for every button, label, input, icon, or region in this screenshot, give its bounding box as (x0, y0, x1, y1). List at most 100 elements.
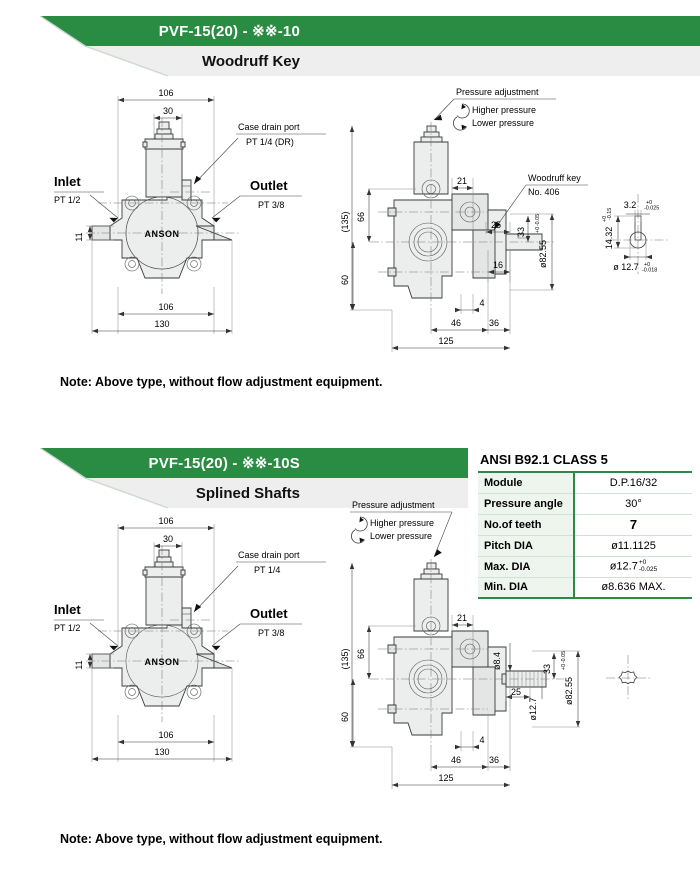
label-outlet-2: Outlet (250, 606, 288, 621)
section-2-code: PVF-15(20) - ※※-10S (148, 455, 300, 472)
label-inlet-2: Inlet (54, 602, 81, 617)
label-case-drain-2: Case drain port (238, 550, 300, 560)
spec-value: 7 (574, 514, 692, 536)
dim-106-bottom: 106 (158, 302, 173, 312)
spec-value: ø12.7+0-0.025 (574, 556, 692, 578)
label-higher-pressure-1: Higher pressure (472, 105, 536, 115)
label-case-drain-1: Case drain port (238, 122, 300, 132)
dim-spline-minor: ø8.4 (492, 652, 502, 670)
spec-value-text: ø12.7 (609, 560, 638, 573)
table-row: Max. DIA ø12.7+0-0.025 (478, 556, 692, 578)
dim-30-top-2: 30 (163, 534, 173, 544)
dim-pilot-tol-plus: +0 (535, 227, 541, 233)
banner-edge-2 (39, 448, 169, 508)
section-2-note: Note: Above type, without flow adjustmen… (60, 832, 382, 846)
spec-table-title: ANSI B92.1 CLASS 5 (480, 452, 608, 467)
label-outlet-port-1: PT 3/8 (258, 200, 284, 210)
section-1-side-view: Pressure adjustment Higher pressure Lowe… (340, 87, 670, 352)
dim-25: 25 (491, 220, 501, 230)
dim-66: 66 (356, 212, 366, 222)
label-outlet-port-2: PT 3/8 (258, 628, 284, 638)
banner-green-shape (40, 16, 700, 46)
key-dia: ø 12.7 (613, 262, 639, 272)
banner-grey-shape (85, 46, 700, 76)
dim-135: (135) (340, 211, 350, 232)
spec-value: 30° (574, 493, 692, 515)
dim-4: 4 (479, 298, 484, 308)
spline-section-detail (606, 655, 650, 701)
woodruff-key-detail: 3.2 +0 -0.025 14.32 +0 -0.15 ø 12.7 +0 -… (602, 194, 670, 274)
dim-135-2: (135) (340, 648, 350, 669)
label-higher-pressure-2: Higher pressure (370, 518, 434, 528)
dim-pilot-dia: ø82.55 (538, 240, 548, 268)
spec-key: Min. DIA (478, 577, 575, 598)
section-2-side-view: Pressure adjustment Higher pressure Lowe… (340, 500, 650, 789)
section-2-note-text: Note: Above type, without flow adjustmen… (60, 832, 383, 846)
dim-11-left-2: 11 (74, 660, 84, 669)
tol-plus: +0 (638, 558, 647, 566)
dim-130-bottom: 130 (154, 319, 169, 329)
dim-106-top-2: 106 (158, 516, 173, 526)
spec-value: D.P.16/32 (574, 472, 692, 494)
table-row: Pitch DIA ø11.1125 (478, 535, 692, 557)
key-dia-tol-plus: +0 (644, 262, 650, 268)
spec-key: Module (478, 472, 575, 494)
section-1-subtitle: Woodruff Key (201, 52, 300, 70)
table-row: Module D.P.16/32 (478, 472, 692, 494)
spec-tolerance: +0-0.025 (638, 558, 658, 574)
key-width-tol-minus: -0.025 (644, 206, 659, 212)
dim-36: 36 (489, 318, 499, 328)
section-1-code: PVF-15(20) - ※※-10 (158, 23, 300, 40)
section-2-front-view: 106 30 ANSON Inlet PT 1/2 Outlet (54, 516, 326, 762)
spec-key: Pitch DIA (478, 535, 575, 557)
label-outlet-1: Outlet (250, 178, 288, 193)
dim-pilot-tol-minus-2: -0.05 (561, 651, 567, 663)
label-pressure-adjustment-1: Pressure adjustment (456, 87, 539, 97)
dim-16: 16 (493, 260, 503, 270)
dim-pilot-dia-2: ø82.55 (564, 677, 574, 705)
dim-125: 125 (438, 336, 453, 346)
table-row: No.of teeth 7 (478, 514, 692, 536)
label-lower-pressure-2: Lower pressure (370, 531, 432, 541)
dim-106-top: 106 (158, 88, 173, 98)
dim-125-2: 125 (438, 773, 453, 783)
dim-60-2: 60 (340, 712, 350, 722)
section-1-front-view: 106 30 ANSON In (54, 88, 326, 334)
banner-edge (39, 16, 169, 76)
key-height-tol-minus: -0.15 (607, 208, 613, 220)
section-2-subtitle: Splined Shafts (195, 484, 300, 502)
spec-value: ø11.1125 (574, 535, 692, 557)
section-1-note-text: Note: Above type, without flow adjustmen… (60, 375, 383, 389)
dim-33-2: 33 (542, 664, 552, 674)
label-key-no-1: No. 406 (528, 187, 560, 197)
dim-33: 33 (516, 227, 526, 237)
key-dia-tol-minus: -0.018 (642, 268, 657, 274)
label-inlet-1: Inlet (54, 174, 81, 189)
label-inlet-port-2: PT 1/2 (54, 623, 80, 633)
table-row: Min. DIA ø8.636 MAX. (478, 577, 692, 598)
dim-36-2: 36 (489, 755, 499, 765)
tol-minus: -0.025 (638, 565, 658, 573)
dim-30-top: 30 (163, 106, 173, 116)
dim-46: 46 (451, 318, 461, 328)
dim-106-bottom-2: 106 (158, 730, 173, 740)
dim-21-2: 21 (457, 613, 467, 623)
ansi-spec-table: ANSI B92.1 CLASS 5 Module D.P.16/32 Pres… (478, 452, 692, 599)
dim-11-left: 11 (74, 232, 84, 241)
key-height-tol-plus: +0 (602, 216, 608, 222)
label-pressure-adjustment-2: Pressure adjustment (352, 500, 435, 510)
dim-pilot-tol-minus: -0.05 (535, 214, 541, 226)
dim-46-2: 46 (451, 755, 461, 765)
table-row: Pressure angle 30° (478, 493, 692, 515)
dim-60: 60 (340, 275, 350, 285)
key-width-tol-plus: +0 (646, 200, 652, 206)
dim-4-2: 4 (479, 735, 484, 745)
label-inlet-port-1: PT 1/2 (54, 195, 80, 205)
spec-value-text: 7 (629, 517, 638, 532)
label-case-drain-port-2: PT 1/4 (254, 565, 280, 575)
label-woodruff-key-1: Woodruff key (528, 173, 581, 183)
key-width: 3.2 (624, 200, 637, 210)
brand-anson-1: ANSON (144, 229, 179, 239)
brand-anson-2: ANSON (144, 657, 179, 667)
